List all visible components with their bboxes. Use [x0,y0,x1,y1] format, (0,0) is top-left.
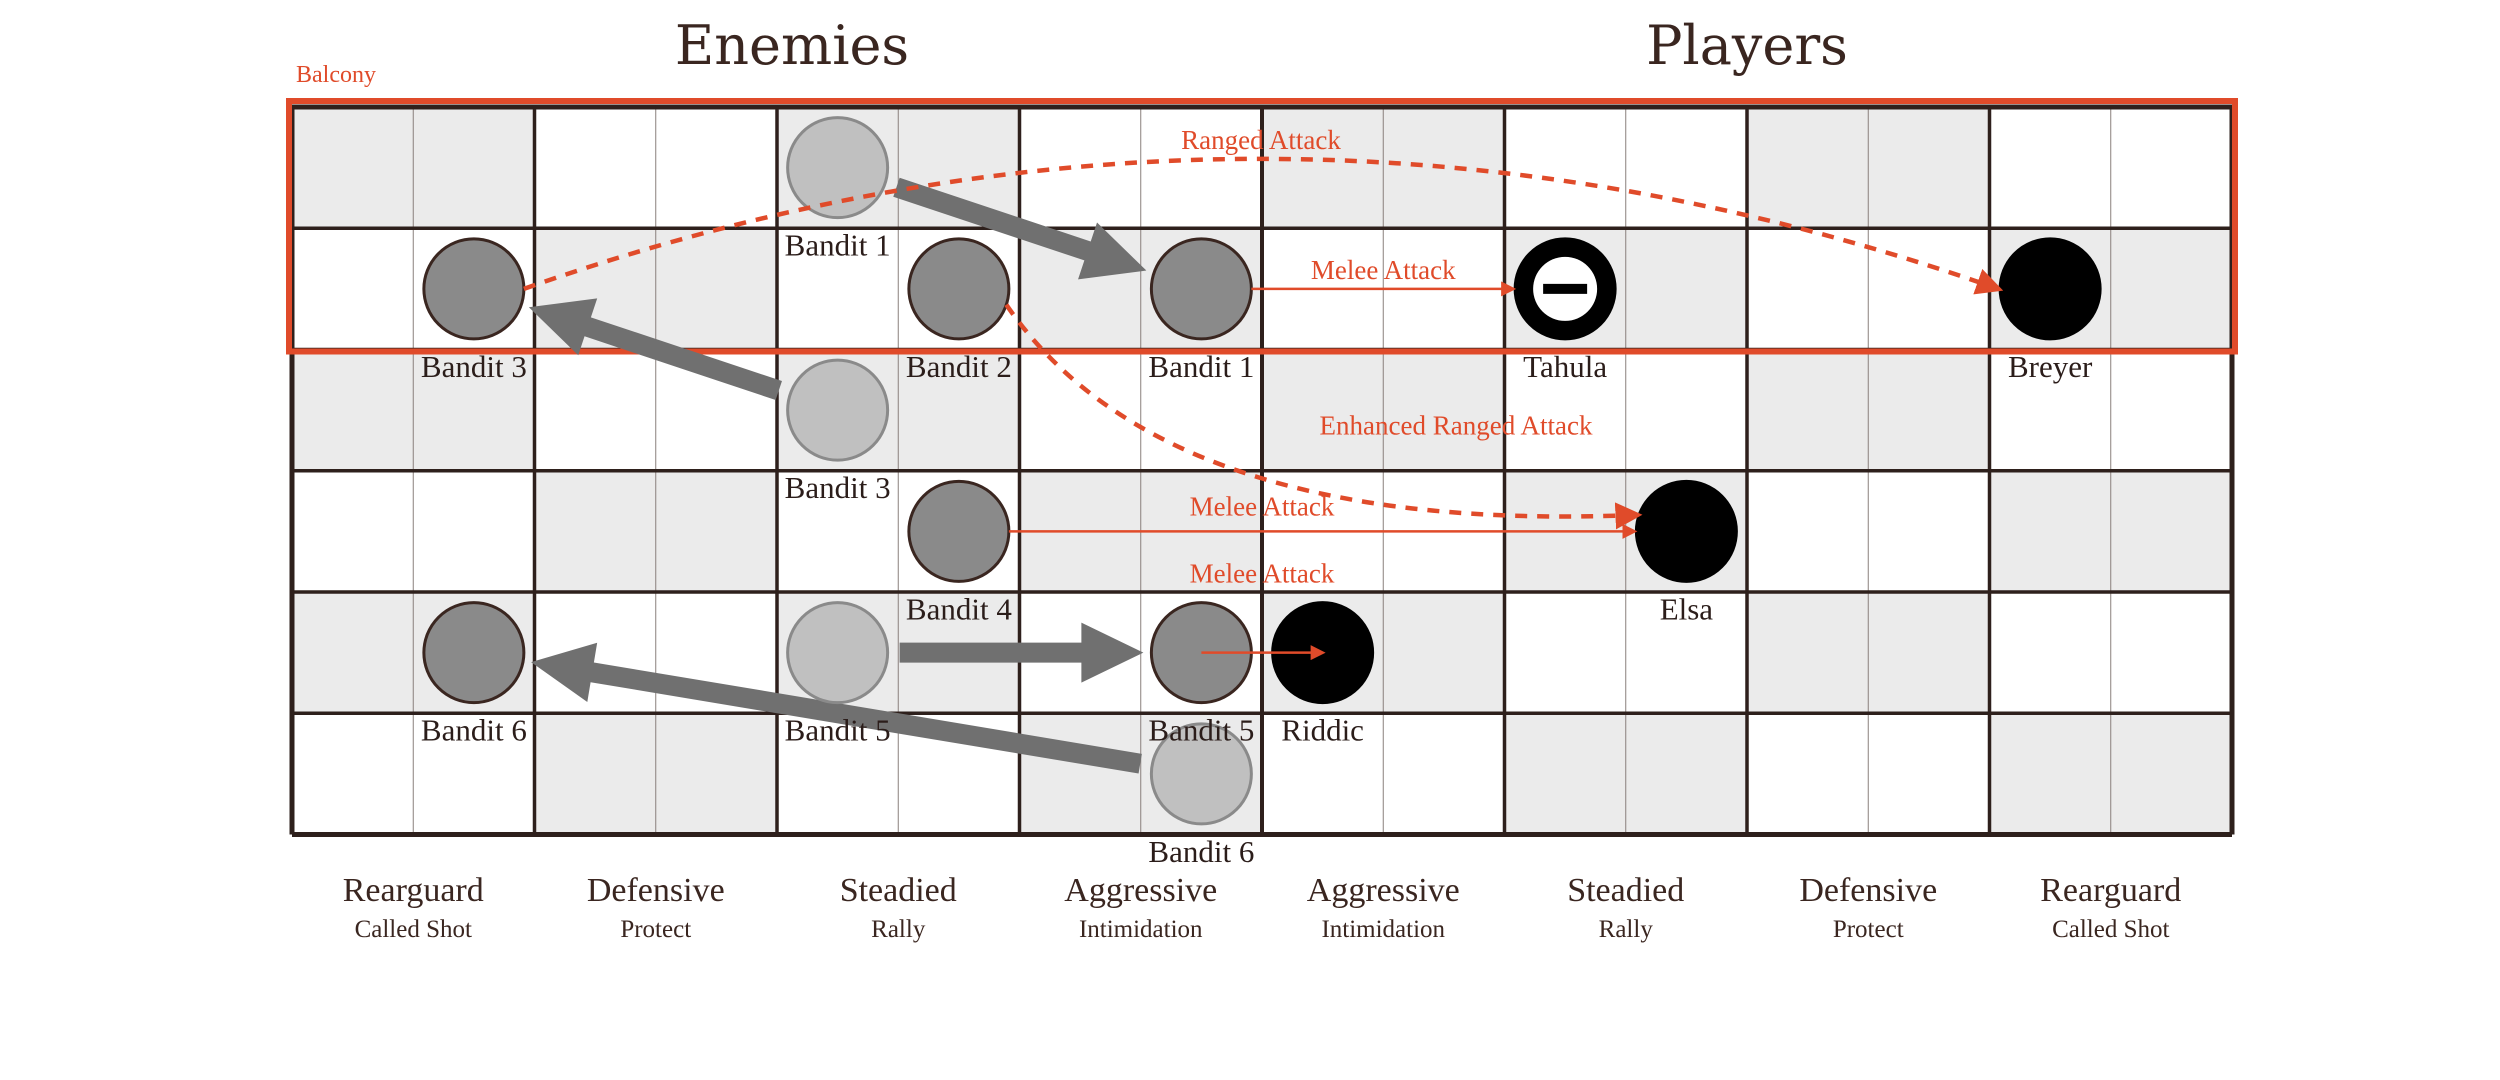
movement-arrow [528,298,782,401]
enemy-token [422,237,526,341]
stance-ability: Rally [871,916,926,943]
player-token [1998,237,2102,341]
token-label: Bandit 2 [906,349,1012,384]
stance-name: Rearguard [2040,872,2182,909]
token-label: Bandit 5 [1148,713,1254,748]
stance-name: Defensive [586,872,725,909]
stance-ability: Rally [1598,916,1653,943]
players-header: Players [1646,14,1848,77]
stance-name: Steadied [839,872,957,909]
ranged-attack-arrow [1004,303,1643,530]
stance-name: Steadied [1567,872,1685,909]
stance-name: Aggressive [1306,872,1460,909]
balcony-zone-label: Balcony [296,62,376,88]
enemy-start-token [786,358,890,462]
stance-ability: Intimidation [1321,916,1446,943]
token-label: Bandit 1 [1148,349,1254,384]
movement-arrow [531,642,1142,774]
stance-ability: Called Shot [354,916,472,943]
enemies-header: Enemies [674,14,910,77]
stance-name: Aggressive [1064,872,1218,909]
stance-ability: Protect [620,916,692,943]
token-label: Bandit 5 [785,713,891,748]
enemy-start-token [786,601,890,705]
attack-label: Melee Attack [1190,491,1335,521]
enemy-start-token [786,116,890,220]
token-label: Bandit 4 [906,591,1012,626]
movement-arrow [899,622,1144,683]
token-label: Elsa [1660,591,1714,626]
token-label: Bandit 6 [1148,834,1254,869]
movement-arrow [893,177,1147,280]
stance-ability: Called Shot [2052,916,2170,943]
attack-label: Melee Attack [1311,255,1456,285]
balcony-zone-outline [286,98,2238,355]
enemy-start-token [1149,722,1253,826]
attack-label: Ranged Attack [1181,125,1341,155]
attack-label: Melee Attack [1190,559,1335,589]
token-label: Riddic [1281,713,1364,748]
stance-ability: Protect [1832,916,1904,943]
token-label: Tahula [1523,349,1607,384]
ranged-attack-arrow [523,156,2004,295]
enemy-token [1149,237,1253,341]
stance-ability: Intimidation [1078,916,1203,943]
stance-name: Rearguard [342,872,484,909]
token-label: Bandit 3 [785,470,891,505]
player-token [1634,479,1738,583]
token-label: Bandit 3 [421,349,527,384]
minus-bar-icon [1543,283,1588,294]
attack-label: Enhanced Ranged Attack [1320,410,1593,440]
token-label: Breyer [2008,349,2093,384]
enemy-token [422,601,526,705]
enemy-token [907,479,1011,583]
token-label: Bandit 6 [421,713,527,748]
stance-name: Defensive [1799,872,1938,909]
enemy-token [907,237,1011,341]
token-label: Bandit 1 [785,228,891,263]
